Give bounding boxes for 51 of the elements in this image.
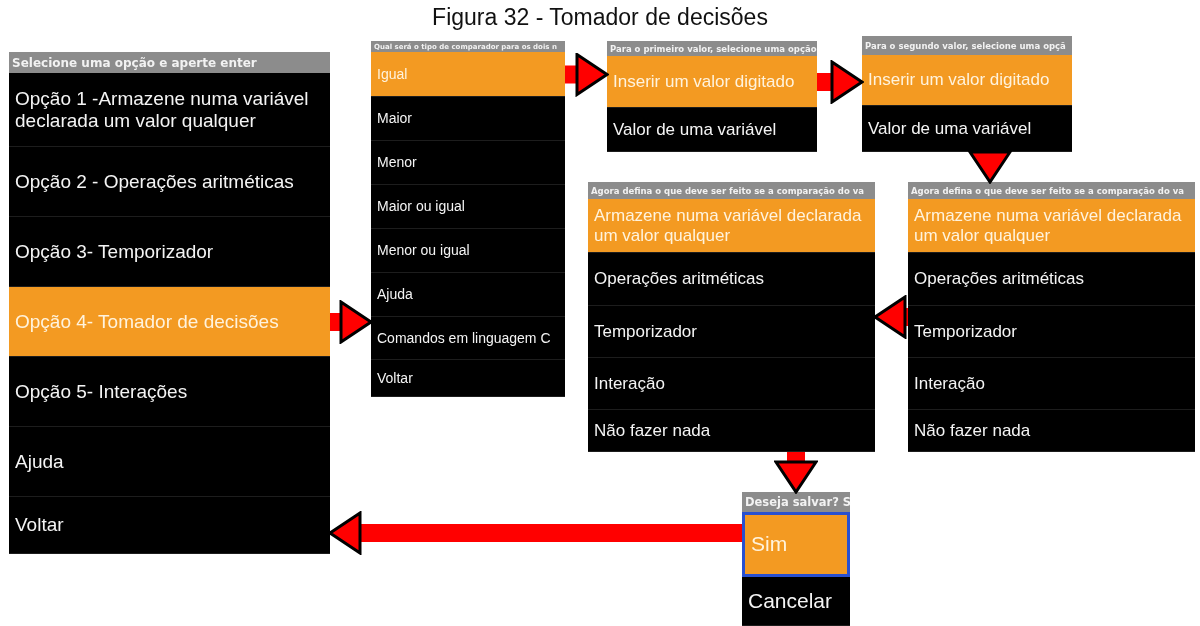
menu-option: Maior [371, 97, 565, 141]
screen-header: Selecione uma opção e aperte enter [9, 52, 330, 73]
menu-option: Opção 5- Interações [9, 357, 330, 427]
menu-option: Temporizador [588, 306, 875, 358]
phone-screen [588, 182, 875, 452]
screen-header: Para o segundo valor, selecione uma opçã [862, 36, 1072, 55]
menu-option: Valor de uma variável [607, 108, 817, 152]
menu-option: Armazene numa variável declarada um valor qualquer [588, 199, 875, 253]
menu-option: Inserir um valor digitado [607, 56, 817, 108]
phone-screen [862, 36, 1072, 152]
menu-option: Não fazer nada [588, 410, 875, 452]
arrow [328, 511, 742, 555]
menu-option: Voltar [9, 497, 330, 554]
menu-option: Voltar [371, 360, 565, 397]
menu-option: Ajuda [371, 273, 565, 317]
arrow [873, 295, 908, 339]
phone-screen [371, 41, 565, 397]
phone-screen [742, 492, 850, 626]
arrow [774, 452, 818, 494]
menu-option: Armazene numa variável declarada um valor qualquer [908, 199, 1195, 253]
menu-option: Temporizador [908, 306, 1195, 358]
menu-option: Igual [371, 52, 565, 97]
menu-option: Opção 4- Tomador de decisões [9, 287, 330, 357]
menu-option: Sim [742, 512, 850, 577]
menu-option: Operações aritméticas [588, 253, 875, 306]
menu-option: Opção 1 -Armazene numa variável declarada um valor qualquer [9, 73, 330, 147]
menu-option: Interação [588, 358, 875, 410]
menu-option: Maior ou igual [371, 185, 565, 229]
menu-option: Menor ou igual [371, 229, 565, 273]
phone-screen [9, 52, 330, 554]
menu-option: Não fazer nada [908, 410, 1195, 452]
menu-option: Operações aritméticas [908, 253, 1195, 306]
screen-header: Agora defina o que deve ser feito se a comparação do va [588, 182, 875, 199]
phone-screen [607, 41, 817, 152]
arrow [330, 300, 373, 344]
screen-header: Deseja salvar? S [742, 492, 850, 512]
arrow [968, 150, 1012, 184]
menu-option: Comandos em linguagem C [371, 317, 565, 360]
arrow [817, 60, 864, 104]
screen-header: Para o primeiro valor, selecione uma opção [607, 41, 817, 56]
menu-option: Ajuda [9, 427, 330, 497]
phone-screen [908, 182, 1195, 452]
menu-option: Interação [908, 358, 1195, 410]
arrow [565, 53, 609, 96]
figure-title: Figura 32 - Tomador de decisões [431, 4, 769, 31]
menu-option: Menor [371, 141, 565, 185]
menu-option: Inserir um valor digitado [862, 55, 1072, 106]
menu-option: Cancelar [742, 577, 850, 626]
screen-header: Agora defina o que deve ser feito se a comparação do va [908, 182, 1195, 199]
menu-option: Valor de uma variável [862, 106, 1072, 152]
menu-option: Opção 2 - Operações aritméticas [9, 147, 330, 217]
